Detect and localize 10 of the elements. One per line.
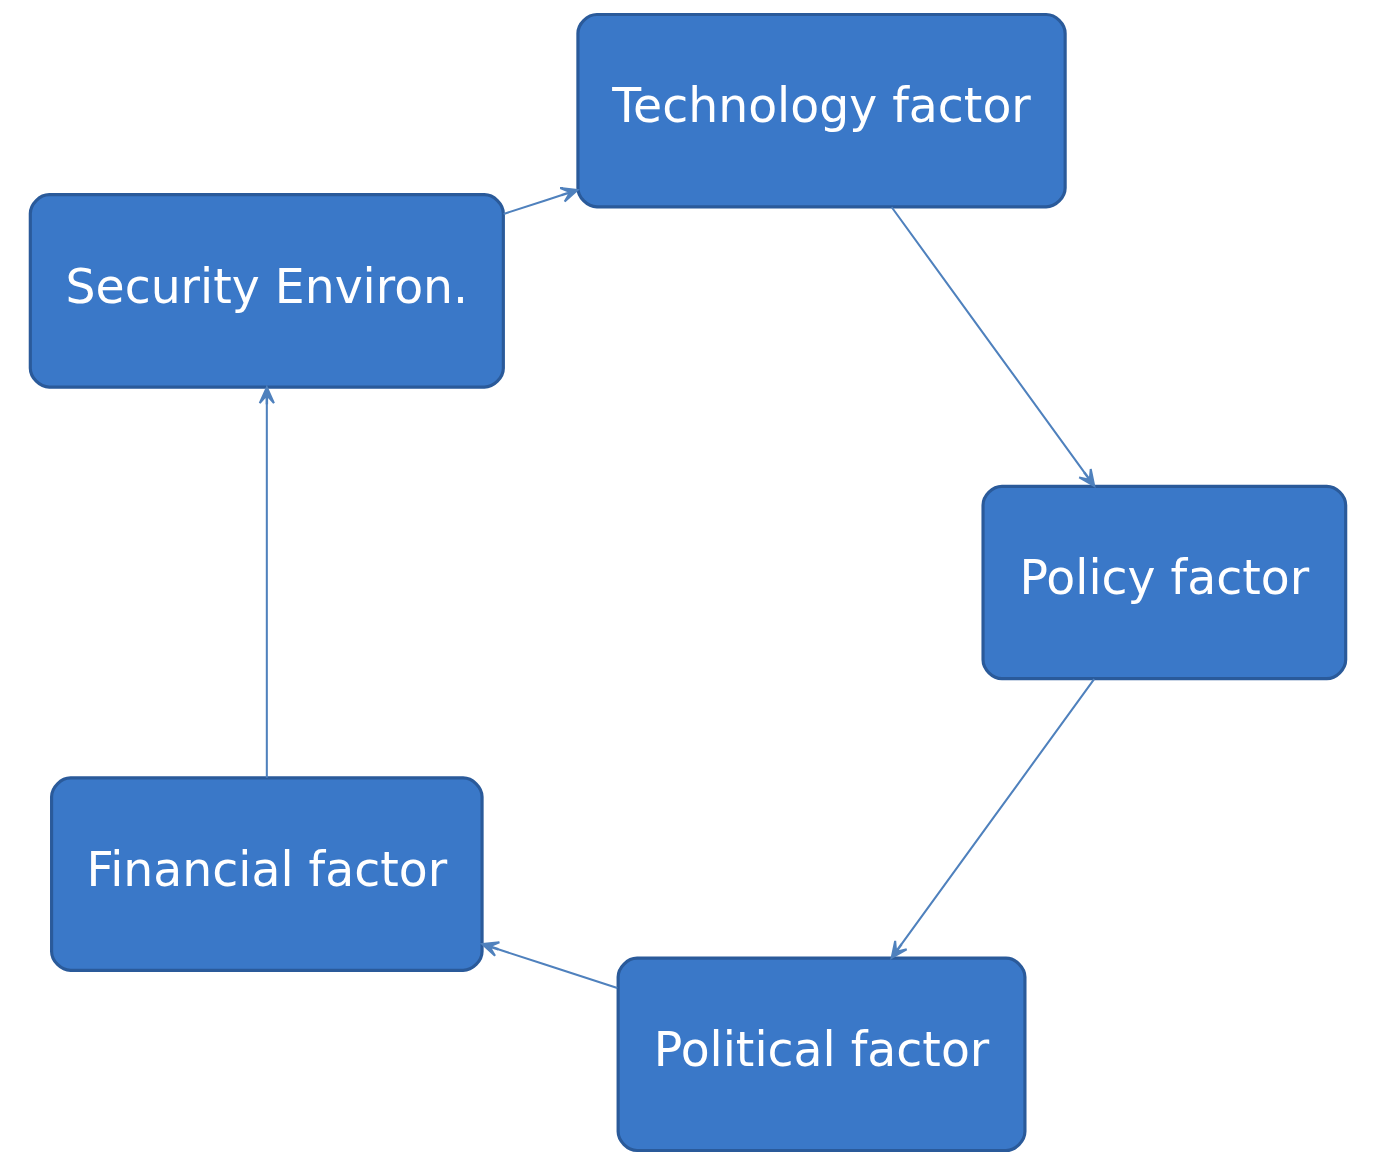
arrow <box>481 941 618 989</box>
node-box: Policy factor <box>981 484 1348 681</box>
arrow <box>258 386 275 778</box>
node-box: Political factor <box>616 956 1027 1153</box>
arrow <box>503 187 579 215</box>
arrow <box>890 206 1096 488</box>
node-box: Technology factor <box>576 12 1067 209</box>
arrow <box>890 678 1095 959</box>
node-box: Security Environ. <box>28 193 505 389</box>
node-box: Financial factor <box>50 776 484 972</box>
